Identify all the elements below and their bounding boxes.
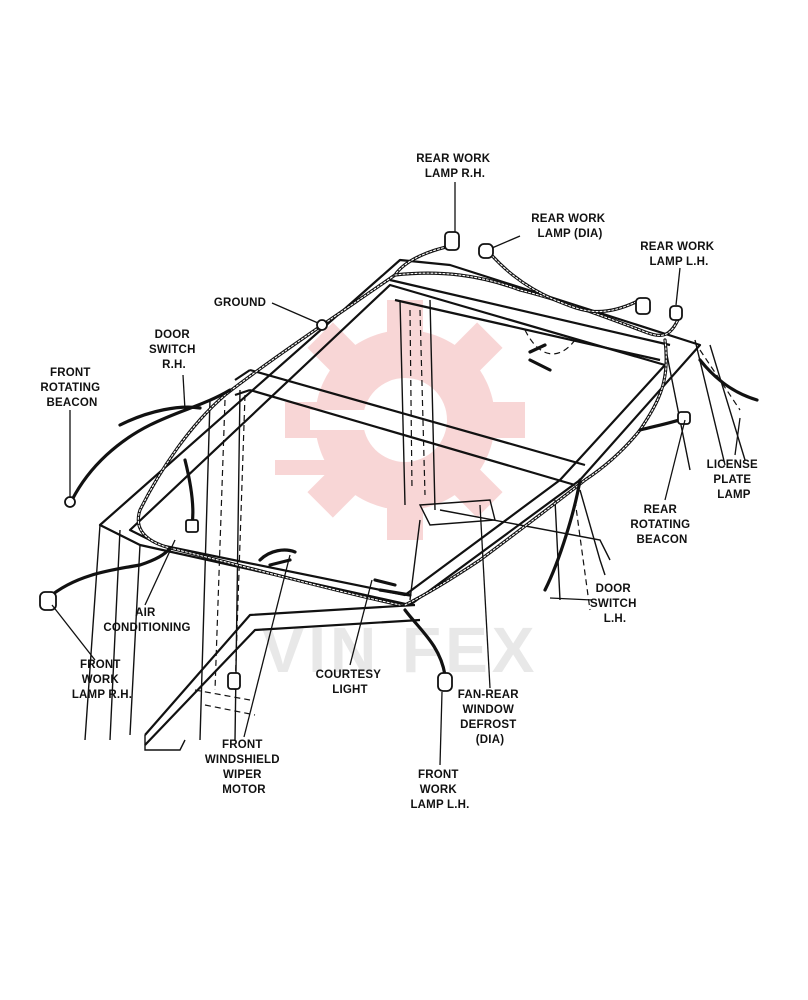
hidden-edge-front-lower — [194, 689, 256, 716]
labels: REAR WORK LAMP R.H. REAR WORK LAMP (DIA)… — [40, 153, 762, 811]
wiper-connector-icon — [258, 548, 297, 567]
label-door-switch-lh: DOOR SWITCH L.H. — [590, 583, 640, 625]
label-front-rotating-beacon: FRONT ROTATING BEACON — [40, 367, 103, 409]
label-door-switch-rh: DOOR SWITCH R.H. — [149, 329, 199, 371]
harness-door-switch-rh-branch — [118, 405, 202, 427]
right-door-frame — [554, 489, 606, 601]
harness-front-lamp-rh-branch — [46, 546, 172, 600]
label-rear-work-lamp-dia: REAR WORK LAMP (DIA) — [531, 213, 608, 240]
wiring-harness — [46, 243, 759, 677]
label-rear-rotating-beacon: REAR ROTATING BEACON — [630, 504, 693, 546]
rear-work-lamp-lh-connector-icon — [669, 305, 683, 321]
wiper-motor-icon — [227, 672, 241, 690]
label-rear-work-lamp-rh: REAR WORK LAMP R.H. — [416, 153, 493, 180]
hidden-edge-right-pillar — [574, 499, 591, 611]
label-front-work-lamp-lh: FRONT WORK LAMP L.H. — [410, 769, 469, 811]
fan-defrost-unit-icon — [418, 499, 496, 526]
harness-door-switch-lh-branch — [543, 478, 582, 592]
front-floor-sill — [144, 603, 421, 746]
hidden-edge-rear-pillar — [409, 309, 426, 496]
gear-watermark-icon — [275, 300, 525, 540]
rear-top-beam — [389, 278, 671, 362]
front-work-lamp-lh-icon — [437, 672, 453, 692]
label-front-work-lamp-rh: FRONT WORK LAMP R.H. — [72, 659, 132, 701]
dome-connector-icon — [528, 343, 552, 372]
harness-air-conditioning-branch — [183, 458, 195, 527]
rear-work-lamp-dia-icon — [478, 243, 494, 259]
label-courtesy-light: COURTESY LIGHT — [316, 669, 385, 696]
rear-pillar-left — [399, 299, 436, 511]
front-rotating-beacon-connector-icon — [64, 496, 76, 508]
front-pillar-left — [84, 524, 141, 741]
harness-dia-lamp-branch — [485, 248, 642, 314]
label-license-plate-lamp: LICENSE PLATE LAMP — [707, 459, 762, 501]
leader-lines — [51, 182, 741, 766]
courtesy-light-connector-icon — [373, 578, 412, 597]
roof-front-crossbar — [234, 369, 251, 397]
components — [39, 231, 691, 692]
lower-front-rail — [144, 735, 186, 751]
hidden-edge-rear-window — [524, 329, 741, 411]
label-fan-rear-window-defrost: FAN-REAR WINDOW DEFROST (DIA) — [458, 689, 522, 746]
rear-work-lamp-rh-icon — [444, 231, 460, 251]
roof-rear-crossbar — [249, 368, 586, 487]
rear-work-lamp-lh-icon — [635, 297, 651, 315]
hidden-edge-front-pillar — [214, 394, 246, 691]
ground-terminal-icon — [316, 319, 328, 331]
harness-front-beacon-branch — [70, 388, 232, 502]
label-front-windshield-wiper-motor: FRONT WINDSHIELD WIPER MOTOR — [205, 739, 283, 796]
label-ground: GROUND — [214, 297, 266, 309]
watermark-text: VIN FEX — [262, 614, 539, 686]
harness-license-branch — [698, 358, 759, 402]
harness-front-lamp-lh-branch — [403, 608, 447, 677]
air-conditioning-connector-icon — [185, 519, 199, 533]
label-rear-work-lamp-lh: REAR WORK LAMP L.H. — [640, 241, 717, 268]
label-air-conditioning: AIR CONDITIONING — [103, 607, 190, 634]
